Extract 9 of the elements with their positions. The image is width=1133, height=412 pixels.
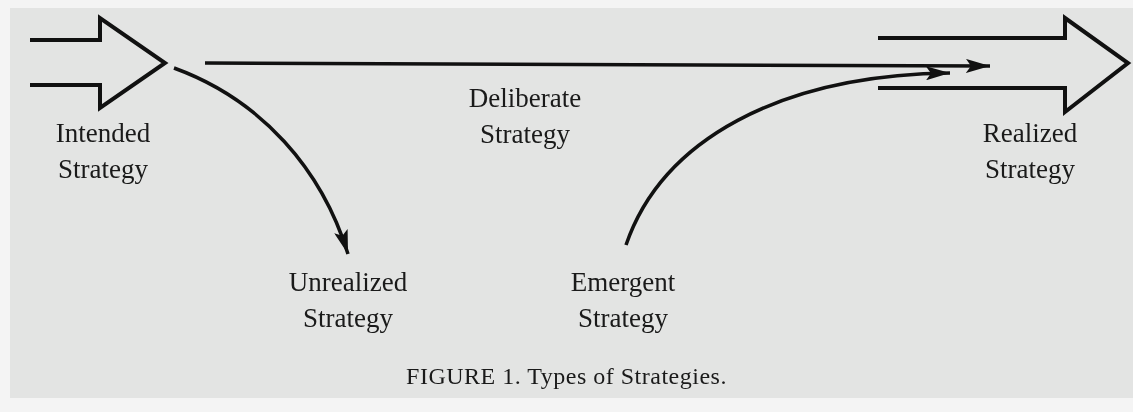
edge-label: Deliberate Strategy — [467, 82, 583, 151]
node-label: Emergent Strategy — [569, 266, 677, 335]
arrow — [173, 66, 350, 255]
node-label: Realized Strategy — [981, 117, 1079, 186]
node-label: Unrealized Strategy — [287, 266, 409, 335]
arrow — [624, 67, 951, 246]
node-label: Intended Strategy — [54, 117, 152, 186]
figure-caption: FIGURE 1. Types of Strategies. — [405, 363, 728, 390]
arrow — [205, 58, 990, 73]
